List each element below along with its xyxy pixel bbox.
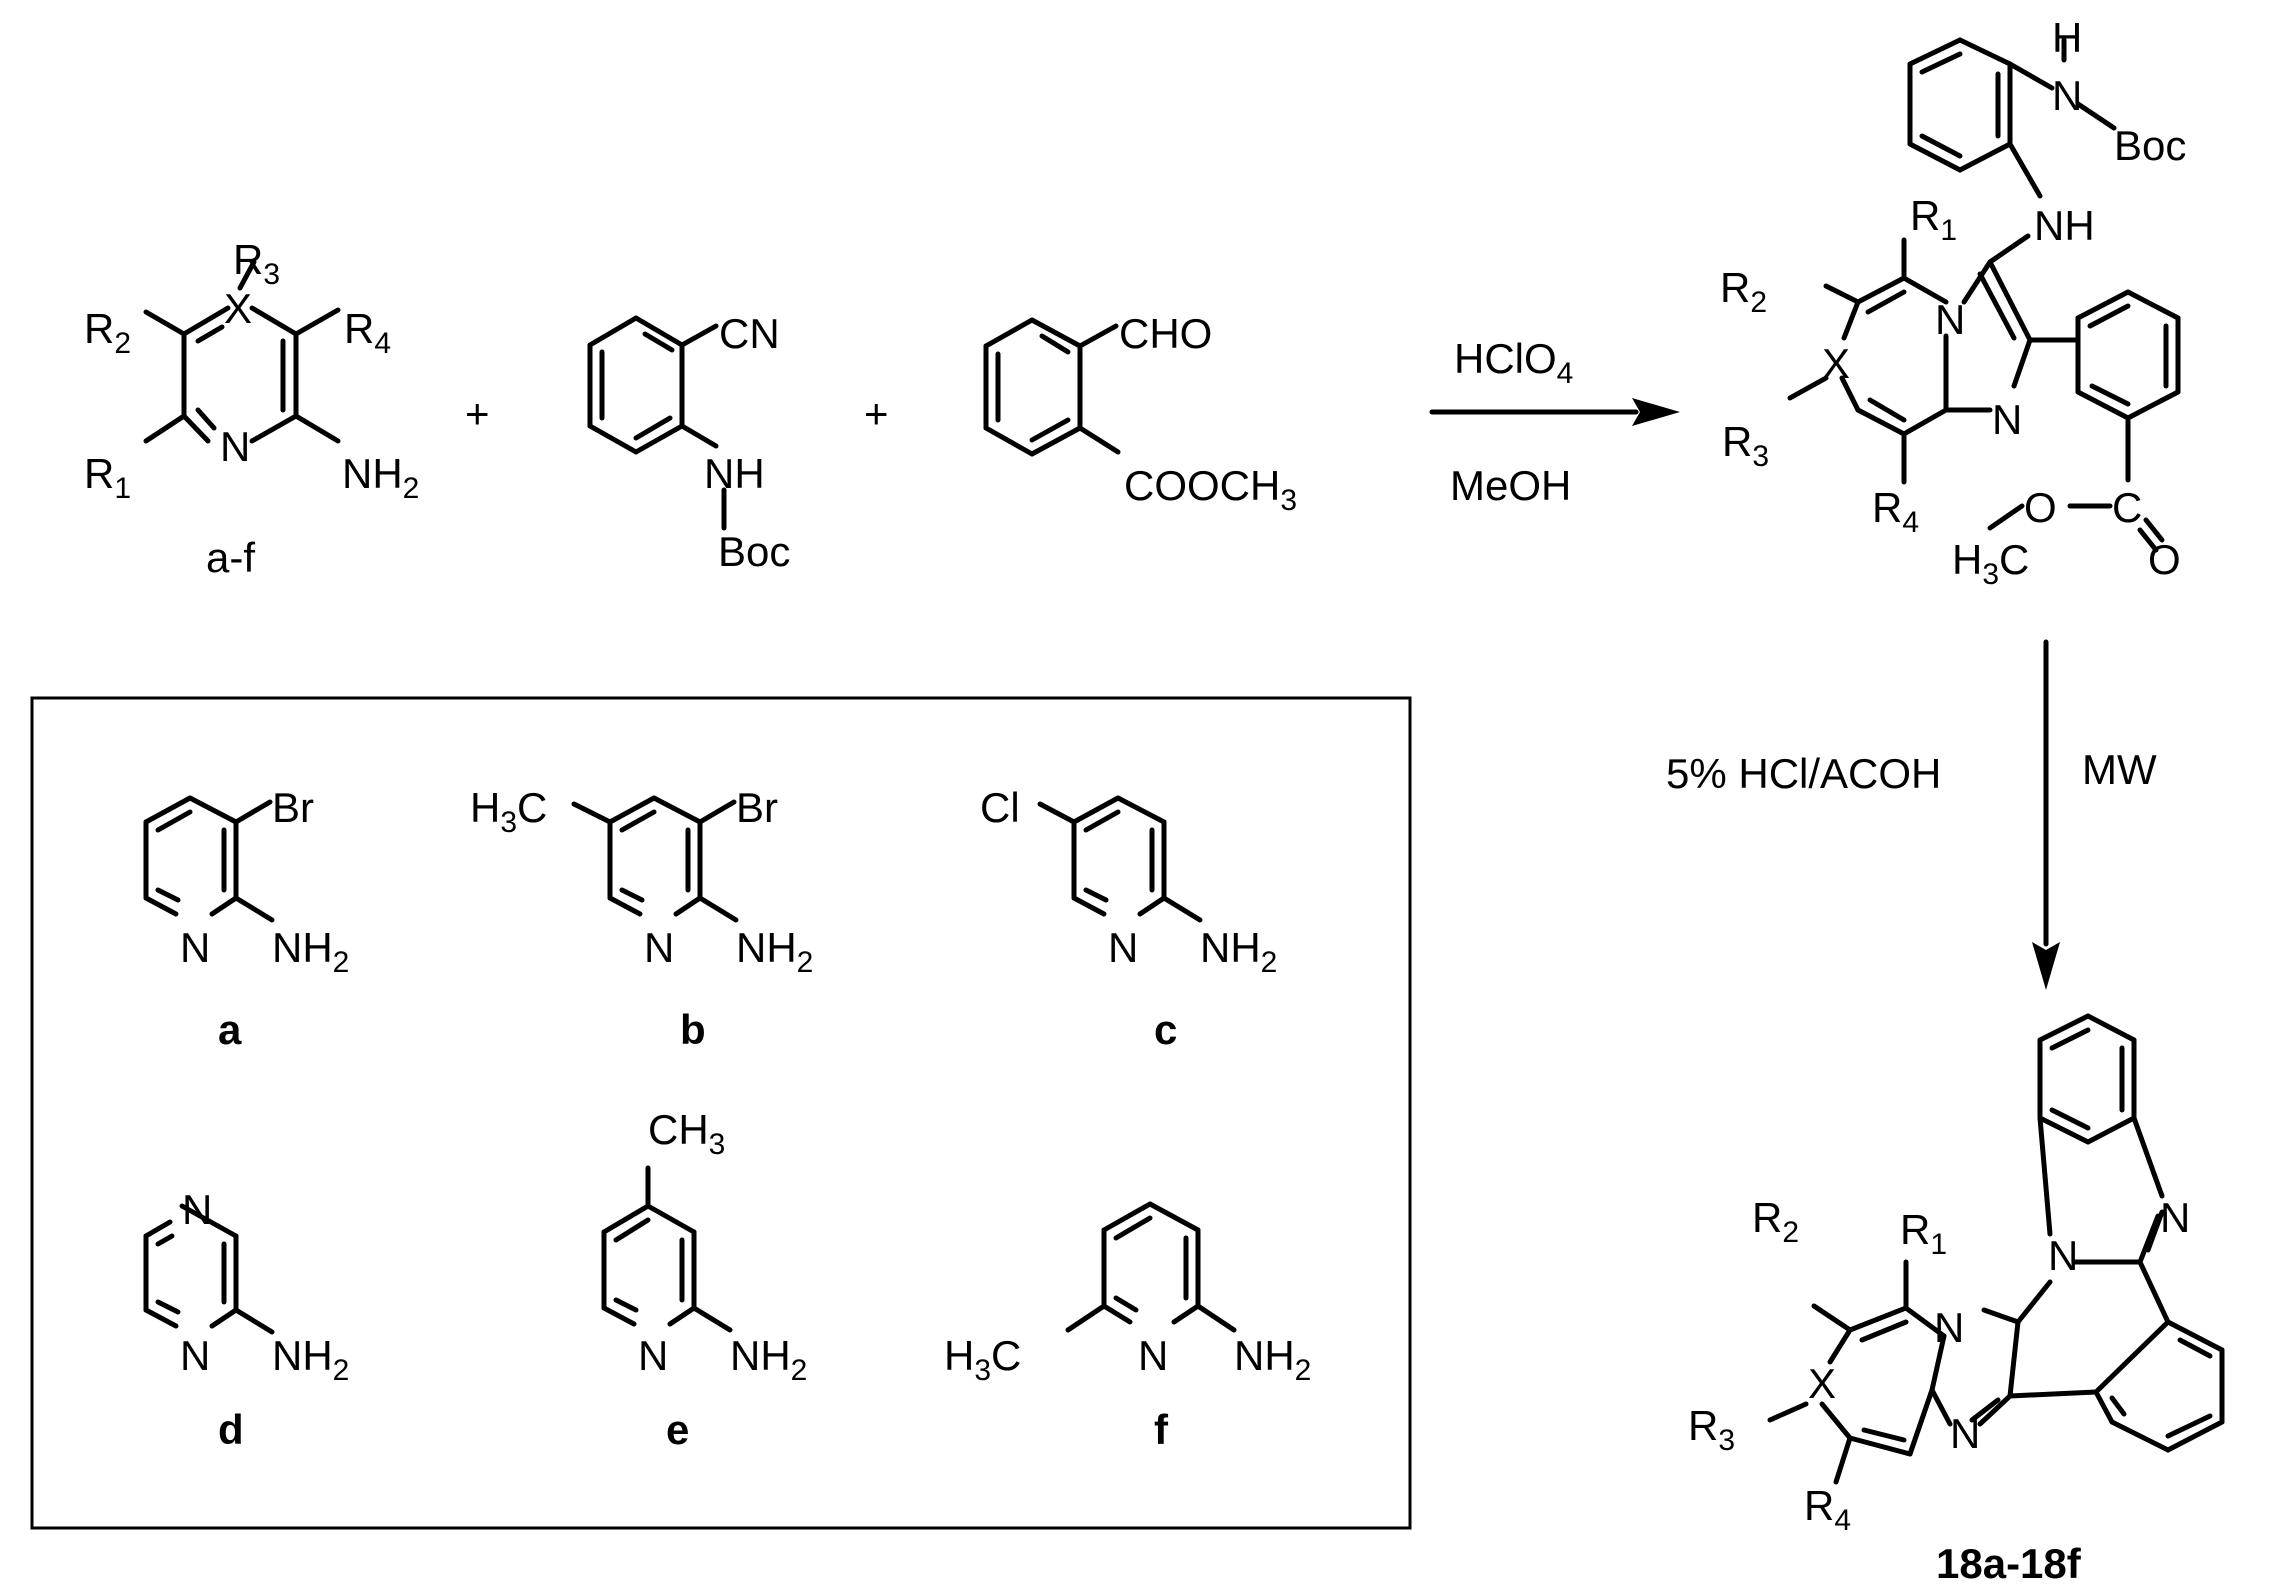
compound-label-f: f bbox=[1154, 1406, 1169, 1453]
intermediate-r4-label: R4 bbox=[1872, 484, 1919, 539]
substrate-b-br-label: Br bbox=[736, 784, 778, 831]
reactant-methyl-formylbenzoate: CHO COOCH3 bbox=[983, 310, 1297, 517]
product-n-imine-label: N bbox=[2160, 1194, 2190, 1241]
substrate-f: H3C N NH2 f bbox=[944, 1201, 1311, 1453]
r1-label: R1 bbox=[84, 450, 131, 505]
reaction-arrow-1: HClO4 MeOH bbox=[1429, 335, 1680, 509]
substrate-b: H3C Br N NH2 b bbox=[470, 784, 813, 1053]
nh-label: NH bbox=[704, 450, 765, 497]
intermediate-x-label: X bbox=[1822, 340, 1850, 387]
ester-carbonyl-o-label: O bbox=[2148, 536, 2181, 583]
substrate-b-nh2-label: NH2 bbox=[736, 924, 813, 979]
boc-nh-h-label: H bbox=[2052, 14, 2082, 61]
substrate-a: Br N NH2 a bbox=[143, 784, 349, 1053]
reaction-arrow-2: 5% HCl/ACOH MW bbox=[1666, 639, 2157, 990]
compound-label-e: e bbox=[666, 1406, 689, 1453]
substrate-d-n-top-label: N bbox=[182, 1186, 212, 1233]
substrate-e: CH3 N NH2 e bbox=[601, 1106, 807, 1453]
condition-2-label: MW bbox=[2082, 746, 2157, 793]
substrate-e-nh2-label: NH2 bbox=[730, 1332, 807, 1387]
substrate-a-n-label: N bbox=[180, 924, 210, 971]
substrate-e-n-label: N bbox=[638, 1332, 668, 1379]
boc-label: Boc bbox=[718, 528, 790, 575]
product-r2-label: R2 bbox=[1752, 1194, 1799, 1249]
reactant-aminoazine: X N R3 R2 R4 R1 NH2 a-f bbox=[84, 236, 419, 581]
substrate-e-ch3-label: CH3 bbox=[648, 1106, 725, 1161]
compound-label-d: d bbox=[218, 1406, 244, 1453]
substrate-b-n-label: N bbox=[644, 924, 674, 971]
ester-o-label: O bbox=[2024, 484, 2057, 531]
solvent-1-label: MeOH bbox=[1450, 462, 1571, 509]
product-n-imidazole-label: N bbox=[1950, 1410, 1980, 1457]
cho-label: CHO bbox=[1119, 310, 1212, 357]
product-n-bridge-label: N bbox=[1934, 1304, 1964, 1351]
substrate-a-br-label: Br bbox=[272, 784, 314, 831]
product-r3-sub-label: R3 bbox=[1688, 1402, 1735, 1457]
n-label: N bbox=[220, 423, 250, 470]
product-x-label: X bbox=[1808, 1360, 1836, 1407]
product-r4-label: R4 bbox=[1804, 1482, 1851, 1537]
product-n-benzimidazole-label: N bbox=[2048, 1232, 2078, 1279]
intermediate-n-imidazole-label: N bbox=[1992, 396, 2022, 443]
r2-label: R2 bbox=[84, 305, 131, 360]
reactant-boc-aminobenzonitrile: CN NH Boc bbox=[587, 310, 790, 575]
substrate-d: N N NH2 d bbox=[143, 1186, 349, 1453]
product-series-label: 18a-18f bbox=[1936, 1540, 2082, 1587]
substrate-d-nh2-label: NH2 bbox=[272, 1332, 349, 1387]
substrate-c-cl-label: Cl bbox=[980, 784, 1020, 831]
nh2-label: NH2 bbox=[342, 450, 419, 505]
boc-nh-n-label: N bbox=[2052, 72, 2082, 119]
product-fused-polycycle: R1 R2 N N N X R3 N R4 18a-18f bbox=[1688, 1013, 2225, 1587]
intermediate-r3-label: R3 bbox=[1722, 418, 1769, 473]
intermediate-n-bridge-label: N bbox=[1935, 296, 1965, 343]
compound-label-a: a bbox=[218, 1006, 242, 1053]
cooch3-label: COOCH3 bbox=[1124, 462, 1297, 517]
substrate-panel bbox=[30, 696, 1412, 1530]
compound-label-c: c bbox=[1154, 1006, 1177, 1053]
substrate-c-n-label: N bbox=[1108, 924, 1138, 971]
reactant-set-label: a-f bbox=[206, 534, 255, 581]
reagent-2-label: 5% HCl/ACOH bbox=[1666, 750, 1941, 797]
cn-label: CN bbox=[719, 310, 780, 357]
plus-sign-1: + bbox=[465, 390, 490, 437]
reagent-1-label: HClO4 bbox=[1454, 335, 1573, 390]
x-label: X bbox=[224, 285, 252, 332]
ester-c-label: C bbox=[2112, 484, 2142, 531]
r3-label: R3 bbox=[233, 236, 280, 291]
intermediate-imidazopyridine: H N Boc NH bbox=[1720, 14, 2186, 591]
intermediate-r1-label: R1 bbox=[1910, 192, 1957, 247]
substrate-f-h3c-label: H3C bbox=[944, 1332, 1021, 1387]
substrate-a-nh2-label: NH2 bbox=[272, 924, 349, 979]
substrate-f-n-label: N bbox=[1138, 1332, 1168, 1379]
ester-h3c-label: H3C bbox=[1952, 536, 2029, 591]
substrate-d-n-bottom-label: N bbox=[180, 1332, 210, 1379]
substrate-f-nh2-label: NH2 bbox=[1234, 1332, 1311, 1387]
intermediate-r2-label: R2 bbox=[1720, 264, 1767, 319]
compound-label-b: b bbox=[680, 1006, 706, 1053]
plus-sign-2: + bbox=[864, 390, 889, 437]
substrate-c-nh2-label: NH2 bbox=[1200, 924, 1277, 979]
product-r1-label: R1 bbox=[1900, 1206, 1947, 1261]
substrate-b-h3c-label: H3C bbox=[470, 784, 547, 839]
substrate-c: Cl N NH2 c bbox=[980, 784, 1277, 1053]
intermediate-boc-label: Boc bbox=[2114, 122, 2186, 169]
r4-label: R4 bbox=[344, 305, 391, 360]
intermediate-nh-label: NH bbox=[2034, 202, 2095, 249]
